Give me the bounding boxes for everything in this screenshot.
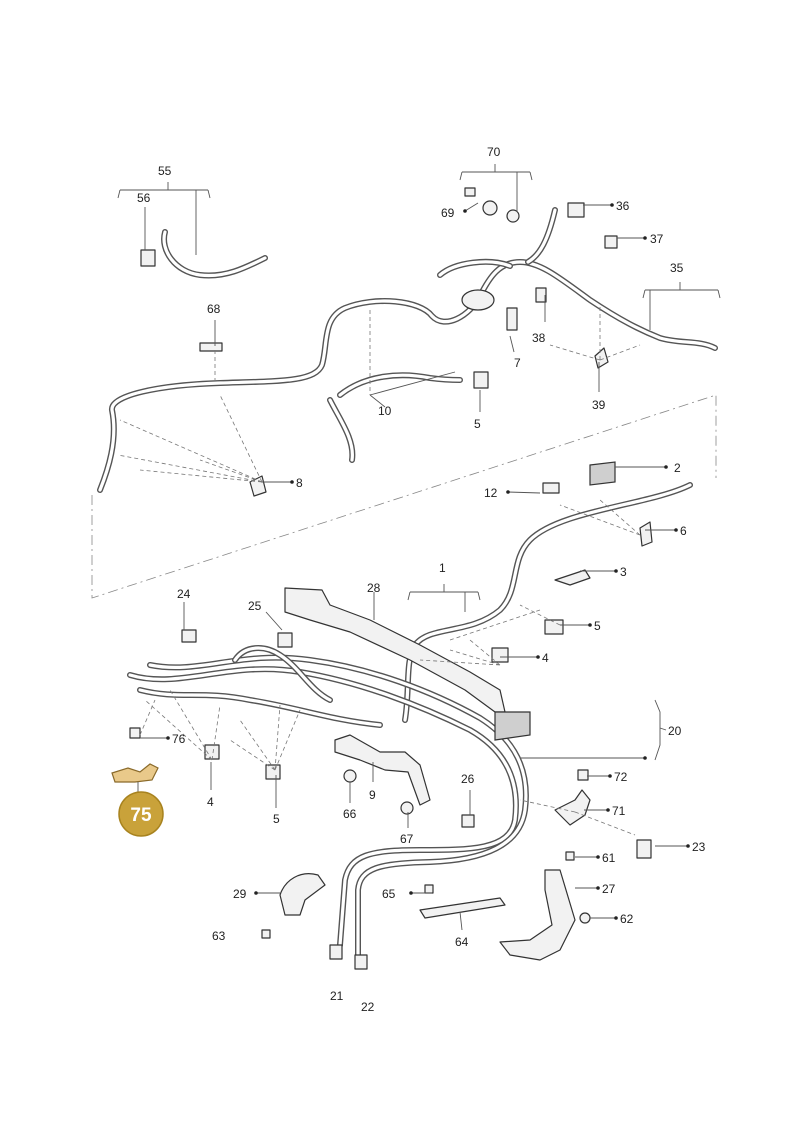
callout-35: 35 <box>670 261 684 275</box>
leader-dots <box>166 203 690 920</box>
callout-72: 72 <box>614 770 628 784</box>
callout-21: 21 <box>330 989 344 1003</box>
part-71-clip <box>554 789 591 826</box>
callout-29: 29 <box>233 887 247 901</box>
callout-10: 10 <box>378 404 392 418</box>
callout-22: 22 <box>361 1000 375 1014</box>
callout-70: 70 <box>487 145 501 159</box>
part-75-bracket-highlighted <box>111 763 159 783</box>
dashed-relation-lines <box>117 305 641 836</box>
highlight-badge-circle <box>118 791 164 837</box>
callout-66: 66 <box>343 807 357 821</box>
callout-76: 76 <box>172 732 186 746</box>
callout-4-lower: 4 <box>207 795 214 809</box>
callout-6: 6 <box>680 524 687 538</box>
callout-26: 26 <box>461 772 475 786</box>
callout-38: 38 <box>532 331 546 345</box>
small-fasteners <box>129 187 653 970</box>
callout-25: 25 <box>248 599 262 613</box>
callout-23: 23 <box>692 840 706 854</box>
leader-lines <box>117 164 721 931</box>
callout-5-right: 5 <box>594 619 601 633</box>
callout-67: 67 <box>400 832 414 846</box>
part-28-support-bracket <box>284 587 531 741</box>
callout-9: 9 <box>369 788 376 802</box>
callout-37: 37 <box>650 232 664 246</box>
part-27-bracket <box>499 869 576 961</box>
part-29-cover <box>279 873 326 916</box>
upper-assembly-boundary <box>91 394 717 599</box>
callout-5-top: 5 <box>474 417 481 431</box>
highlight-badge-75: 75 <box>118 782 164 837</box>
part-3-clip <box>554 569 591 586</box>
callout-56: 56 <box>137 191 151 205</box>
upper-brake-line-assembly <box>97 207 718 493</box>
part-9-bracket <box>334 734 431 806</box>
callout-65: 65 <box>382 887 396 901</box>
callout-24: 24 <box>177 587 191 601</box>
callout-61: 61 <box>602 851 616 865</box>
callout-63: 63 <box>212 929 226 943</box>
callout-5-lower: 5 <box>273 812 280 826</box>
callout-64: 64 <box>455 935 469 949</box>
callout-27: 27 <box>602 882 616 896</box>
callout-71: 71 <box>612 804 626 818</box>
callout-1: 1 <box>439 561 446 575</box>
callout-labels: 1 2 3 4 4 5 5 5 6 7 8 9 10 12 20 21 22 2… <box>137 145 706 1014</box>
callout-28: 28 <box>367 581 381 595</box>
callout-2: 2 <box>674 461 681 475</box>
callout-12: 12 <box>484 486 498 500</box>
callout-62: 62 <box>620 912 634 926</box>
callout-68: 68 <box>207 302 221 316</box>
callout-4-upper: 4 <box>542 651 549 665</box>
callout-39: 39 <box>592 398 606 412</box>
callout-8: 8 <box>296 476 303 490</box>
callout-36: 36 <box>616 199 630 213</box>
callout-69: 69 <box>441 206 455 220</box>
part-2-clip <box>589 461 616 486</box>
part-64-bracket <box>419 897 506 919</box>
callout-20: 20 <box>668 724 682 738</box>
highlight-badge-number: 75 <box>130 805 152 826</box>
callout-3: 3 <box>620 565 627 579</box>
callout-55: 55 <box>158 164 172 178</box>
callout-7: 7 <box>514 356 521 370</box>
